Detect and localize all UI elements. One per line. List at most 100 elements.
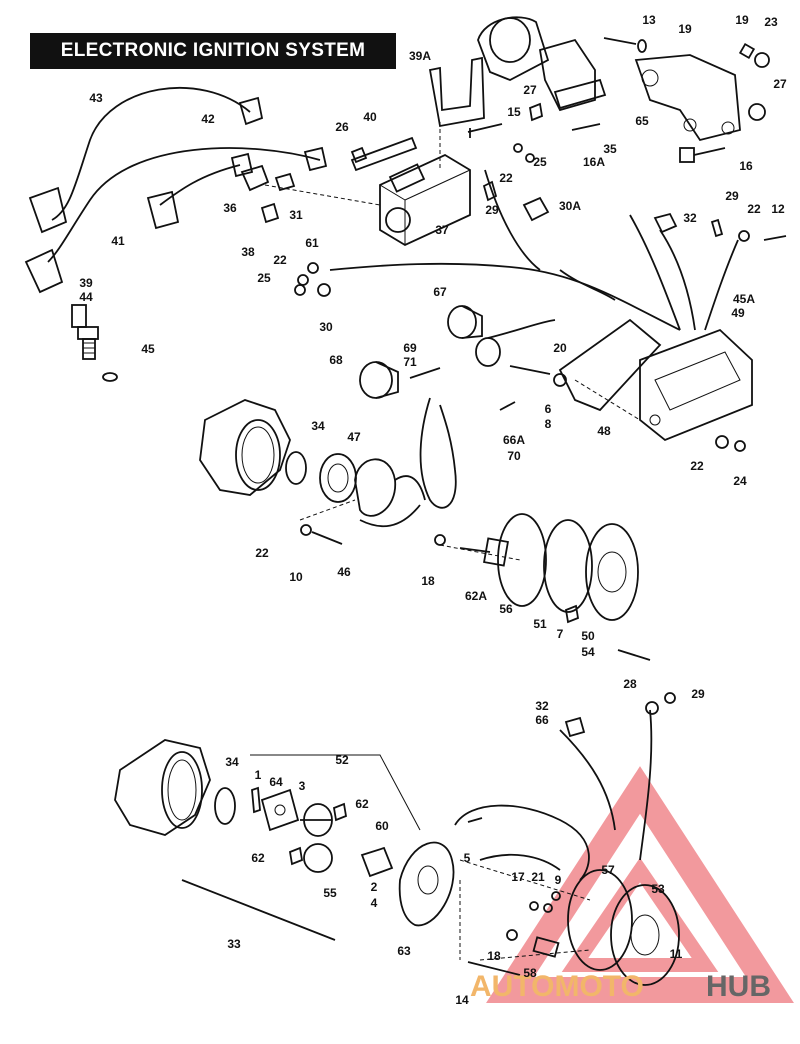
bolt-15 — [467, 123, 503, 138]
washer-22-mid — [297, 274, 309, 286]
seal-34-lower — [214, 787, 236, 825]
boot-38 — [260, 202, 280, 224]
callout-25-mid: 25 — [257, 271, 271, 285]
callout-9: 9 — [555, 873, 562, 887]
callout-68: 68 — [329, 353, 343, 367]
callout-16A: 16A — [583, 155, 605, 169]
flywheel-housing-upper — [199, 399, 291, 496]
callout-29-top: 29 — [485, 203, 499, 217]
callout-31: 31 — [289, 208, 303, 222]
wire-harness-lower — [454, 709, 653, 881]
pack-guide-line — [574, 379, 641, 421]
pin-28 — [617, 649, 651, 661]
callout-61: 61 — [305, 236, 319, 250]
spark-plug-wire-43 — [28, 86, 264, 234]
watermark-text-hub: HUB — [706, 970, 771, 1003]
callout-16: 16 — [739, 159, 753, 173]
callout-2: 2 — [371, 880, 378, 894]
nut-22-pack — [715, 435, 729, 449]
bracket-35 — [538, 38, 607, 112]
plate-56 — [497, 513, 547, 607]
callout-30: 30 — [319, 320, 333, 334]
callout-53: 53 — [651, 882, 665, 896]
nut-23 — [754, 52, 770, 68]
callout-39A: 39A — [409, 49, 431, 63]
power-pack-45A-49 — [639, 328, 753, 442]
callout-24: 24 — [733, 474, 747, 488]
base-plate-63 — [398, 841, 455, 927]
callout-36: 36 — [223, 201, 237, 215]
callout-29-right: 29 — [725, 189, 739, 203]
callout-25-top: 25 — [533, 155, 547, 169]
connector-67 — [447, 305, 483, 339]
callout-33: 33 — [227, 937, 241, 951]
nut-25-mid — [294, 284, 306, 296]
callout-65: 65 — [635, 114, 649, 128]
spark-plug — [71, 304, 99, 360]
callout-20: 20 — [553, 341, 567, 355]
callout-23: 23 — [764, 15, 778, 29]
trigger-64 — [260, 788, 300, 832]
callout-66: 66 — [535, 713, 549, 727]
strap-40 — [350, 136, 418, 172]
callout-58: 58 — [523, 966, 537, 980]
ignition-coil-37 — [379, 153, 471, 247]
callout-62-upper: 62 — [355, 797, 369, 811]
callout-50: 50 — [581, 629, 595, 643]
callout-57: 57 — [601, 863, 615, 877]
callout-35: 35 — [603, 142, 617, 156]
bolt-16A — [571, 123, 601, 131]
bolt-6-8 — [509, 365, 551, 375]
washer-22-right — [738, 230, 750, 242]
wire-harness-upper — [329, 169, 739, 331]
flywheel-housing-lower — [114, 739, 211, 836]
callout-11: 11 — [670, 947, 683, 961]
washer-61 — [307, 262, 319, 274]
callout-26: 26 — [335, 120, 349, 134]
bolt-13 — [603, 37, 637, 45]
hub-11 — [630, 914, 660, 956]
callout-4: 4 — [371, 896, 378, 910]
callout-13: 13 — [642, 13, 656, 27]
cap-30A — [522, 196, 550, 222]
spring-62-lower — [288, 846, 304, 866]
screw-12 — [763, 235, 787, 241]
timer-base-46 — [354, 458, 426, 517]
callout-55: 55 — [323, 886, 337, 900]
connector-32-66 — [564, 716, 586, 738]
callout-30A: 30A — [559, 199, 581, 213]
stator-47 — [319, 453, 357, 503]
spring-62-upper — [332, 802, 348, 822]
callout-28: 28 — [623, 677, 637, 691]
nut-30 — [317, 283, 331, 297]
callout-32-top: 32 — [683, 211, 697, 225]
bolt-16 — [679, 147, 726, 163]
callout-39: 39 — [79, 276, 93, 290]
gasket-48 — [558, 318, 662, 412]
plug-near-20 — [475, 319, 556, 367]
callout-18-mid: 18 — [421, 574, 435, 588]
washer-22-top — [525, 153, 535, 163]
callout-22-pack: 22 — [690, 459, 704, 473]
callout-64: 64 — [269, 775, 283, 789]
callout-42: 42 — [201, 112, 215, 126]
washer-9 — [551, 891, 561, 901]
nut-26 — [350, 146, 368, 164]
watermark-text-auto: AUTOMOTO — [470, 970, 644, 1003]
callout-63: 63 — [397, 944, 411, 958]
washer-17 — [529, 901, 539, 911]
sleeve-62A — [459, 537, 509, 567]
watermark-triangle — [486, 766, 794, 1003]
terminal-29-right — [710, 218, 724, 238]
washer-45 — [102, 372, 118, 382]
callout-45A: 45A — [733, 292, 755, 306]
callout-19-left: 19 — [678, 22, 692, 36]
pins-69-71 — [409, 367, 441, 379]
callout-34-lower: 34 — [225, 755, 239, 769]
callout-67: 67 — [433, 285, 447, 299]
callout-19-right: 19 — [735, 13, 749, 27]
callout-44: 44 — [79, 290, 93, 304]
callout-62A: 62A — [465, 589, 487, 603]
washer-29-lower — [664, 692, 676, 704]
